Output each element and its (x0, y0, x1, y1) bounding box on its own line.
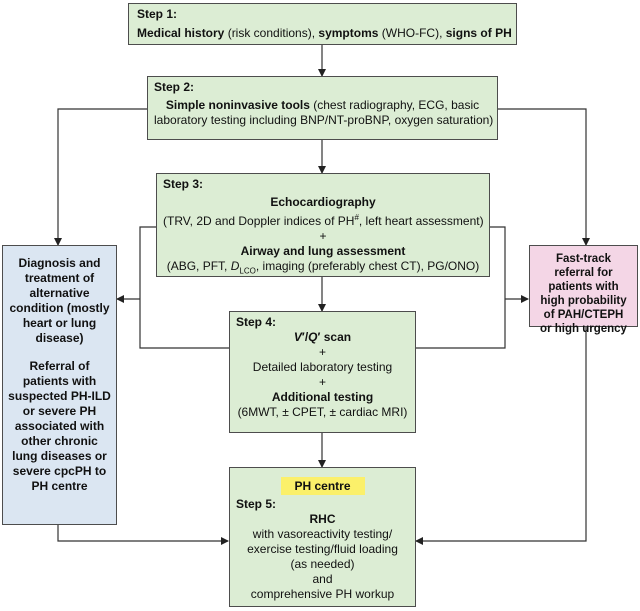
step3-label: Step 3: (163, 177, 204, 191)
alternative-diagnosis-text: Diagnosis and treatment of alternative c… (9, 256, 110, 345)
arrow-right-step5 (415, 327, 587, 545)
airway-title: Airway and lung assessment (240, 244, 406, 258)
bracket-right (416, 226, 506, 349)
step3-text: Echocardiography (TRV, 2D and Doppler in… (163, 195, 484, 276)
step4-label: Step 4: (236, 315, 277, 329)
ph-centre-badge: PH centre (280, 477, 365, 495)
alternative-condition-box: Diagnosis and treatment of alternative c… (2, 245, 117, 525)
step2-label: Step 2: (154, 80, 195, 94)
referral-text: Referral of patients with suspected PH-I… (8, 359, 111, 493)
step1-text: Medical history (risk conditions), sympt… (137, 26, 512, 40)
step1-label: Step 1: (137, 7, 178, 21)
echo-title: Echocardiography (270, 195, 376, 209)
step5-label: Step 5: (236, 497, 277, 511)
step5-text: RHC with vasoreactivity testing/ exercis… (247, 512, 398, 601)
step4-text: V′/Q′ scan + Detailed laboratory testing… (237, 330, 408, 419)
arrow-step2-left (54, 108, 147, 246)
step2-text: Simple noninvasive tools (chest radiogra… (154, 98, 494, 127)
bracket-left (139, 226, 230, 349)
step1-box: Step 1: Medical history (risk conditions… (128, 3, 517, 45)
arrow-step2-right (498, 108, 590, 246)
fast-track-box: Fast-track referral for patients with hi… (529, 245, 638, 335)
fast-track-text: Fast-track referral for patients with hi… (540, 253, 627, 335)
step3-box: Step 3: Echocardiography (TRV, 2D and Do… (156, 173, 490, 277)
step2-box: Step 2: Simple noninvasive tools (chest … (147, 76, 498, 140)
step4-box: Step 4: V′/Q′ scan + Detailed laboratory… (229, 311, 416, 433)
step5-box: PH centre Step 5: RHC with vasoreactivit… (229, 467, 416, 607)
arrow-left-step5 (57, 525, 229, 545)
